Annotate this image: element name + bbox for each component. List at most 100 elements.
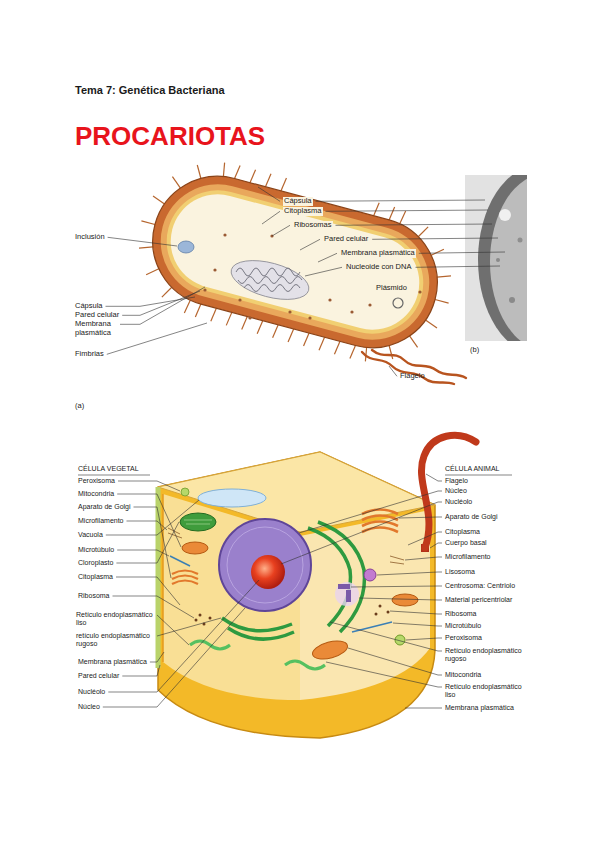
leader-line (330, 622, 442, 651)
leader-line (316, 200, 486, 201)
part-label: Núcleo (445, 487, 467, 495)
leader-line (122, 291, 200, 315)
part-label: Ribosomas (293, 221, 333, 230)
part-label: Retículo endoplasmático liso (445, 683, 525, 699)
part-label: Membrana plasmática (340, 249, 416, 258)
heading-rule (78, 475, 150, 476)
part-label: Cápsula (283, 197, 313, 206)
fimbria (257, 320, 263, 334)
fimbria (141, 221, 155, 225)
fimbria (374, 202, 380, 216)
bacterium (121, 145, 469, 380)
figure-tag: (a) (75, 402, 84, 411)
leader-line (150, 652, 164, 662)
part-label: Cápsula (75, 302, 103, 311)
fimbria (235, 165, 241, 179)
part-label: Nucléolo (78, 688, 105, 696)
nucleoid (227, 253, 313, 307)
leader-line (405, 557, 442, 560)
fimbria (389, 206, 395, 220)
leader-line (359, 598, 442, 600)
leader-line (116, 522, 179, 563)
leader-line (103, 608, 245, 707)
leader-line (118, 481, 180, 491)
fimbria (195, 304, 201, 318)
leader-line (389, 366, 397, 376)
part-label: Plásmido (375, 284, 408, 293)
part-label: Microfilamento (78, 517, 124, 525)
leader-line (416, 266, 501, 267)
leader-line (299, 491, 442, 533)
leader-line (318, 253, 337, 262)
leader-line (393, 623, 442, 626)
part-label: Citoplasma (78, 573, 113, 581)
leader-line (258, 187, 280, 201)
part-label: Nucléolo (445, 498, 472, 506)
part-label: Pared celular (78, 672, 119, 680)
fimbria (437, 272, 451, 280)
fimbria (304, 333, 310, 347)
leader-line (157, 618, 221, 636)
page-header: Tema 7: Genética Bacteriana (75, 84, 225, 97)
part-label: Aparato de Golgi (78, 503, 131, 511)
leader-line (351, 586, 442, 587)
plasmid (393, 298, 403, 308)
leader-line (117, 494, 181, 547)
fimbria (431, 247, 444, 258)
leader-line (326, 662, 442, 687)
inclusion (178, 241, 194, 253)
figure-tag: (b) (470, 346, 479, 355)
leader-line (408, 532, 442, 545)
leader-line (120, 287, 205, 324)
leader-line (107, 323, 207, 354)
fimbria (435, 300, 449, 304)
part-label: Pared celular (75, 311, 119, 320)
fimbria (211, 308, 217, 322)
part-label: Ribosoma (78, 592, 110, 600)
leader-line (419, 252, 505, 253)
part-label: Mitocondria (78, 490, 114, 498)
leader-line (134, 507, 172, 578)
section-heading: CÉLULA ANIMAL (445, 465, 499, 473)
fimbria (319, 337, 325, 351)
fimbria (350, 345, 356, 359)
leader-line (262, 211, 280, 224)
part-label: Flagelo (400, 372, 425, 381)
part-label: Fimbrias (75, 350, 104, 359)
part-label: Cloroplasto (78, 559, 113, 567)
fimbria (170, 177, 183, 188)
heading-rule (445, 475, 512, 476)
fimbria (418, 225, 428, 239)
part-label: Pared celular (323, 235, 369, 244)
leader-line (336, 224, 493, 225)
fimbria (162, 285, 172, 299)
part-label: Vacuola (78, 531, 103, 539)
fimbria (221, 163, 227, 177)
leader-line (127, 521, 168, 530)
leader-line (377, 572, 442, 575)
fimbria (226, 312, 232, 326)
leader-line (405, 708, 442, 709)
part-label: Membrana plasmática (75, 320, 117, 337)
leader-line (326, 210, 489, 211)
leader-line (430, 543, 442, 548)
fimbria (334, 341, 340, 355)
fimbria (242, 316, 248, 330)
fimbria (386, 345, 396, 359)
part-label: Citoplasma (283, 207, 323, 216)
fimbria (265, 173, 271, 187)
part-label: Flagelo (445, 477, 468, 485)
part-label: Retículo endoplasmático rugoso (445, 647, 525, 663)
fimbria (281, 177, 287, 191)
fimbria (424, 320, 438, 328)
leader-line (399, 517, 442, 518)
fimbria (184, 300, 190, 314)
leader-line (406, 638, 442, 640)
part-label: Núcleo (78, 703, 100, 711)
part-label: Retículo endoplasmático liso (76, 611, 154, 627)
leader-line (116, 577, 180, 605)
leader-line (108, 237, 177, 246)
section-heading: CÉLULA VEGETAL (78, 465, 139, 473)
part-label: Mitocondria (445, 671, 481, 679)
fimbria (273, 324, 279, 338)
